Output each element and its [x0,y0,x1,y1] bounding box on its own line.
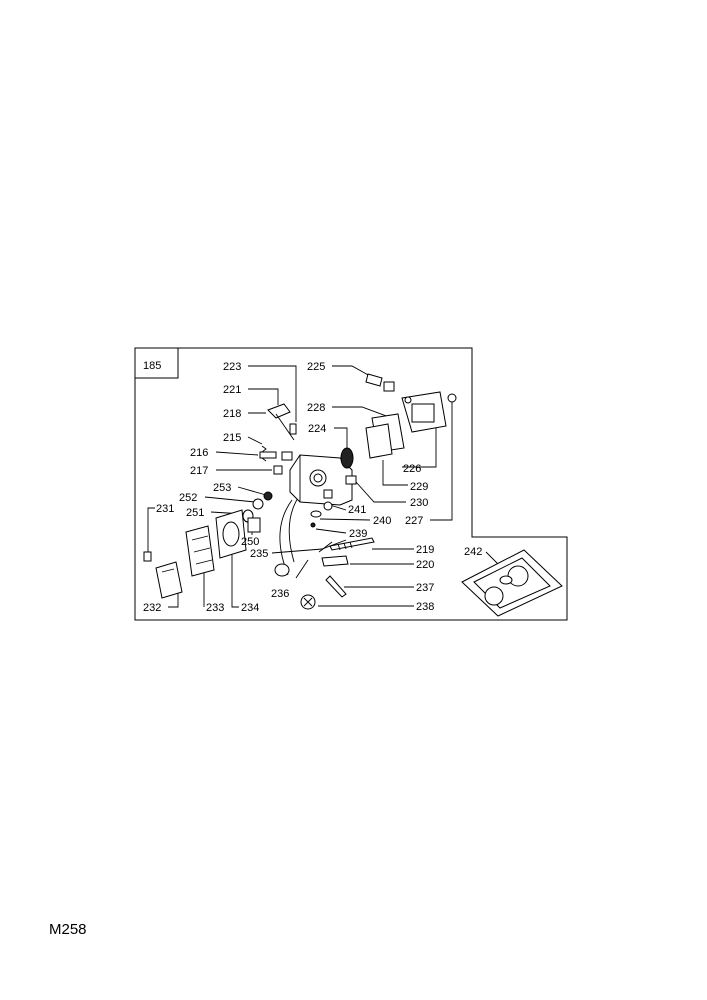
part-label-221: 221 [223,384,241,396]
part-label-227: 227 [405,515,423,527]
part-label-215: 215 [223,432,241,444]
part-label-252: 252 [179,492,197,504]
part-label-228: 228 [307,402,325,414]
part-label-217: 217 [190,465,208,477]
part-label-237: 237 [416,582,434,594]
part-label-218: 218 [223,408,241,420]
part-label-216: 216 [190,447,208,459]
part-label-219: 219 [416,544,434,556]
part-label-238: 238 [416,601,434,613]
part-label-229: 229 [410,481,428,493]
part-labels: 223 225 221 218 228 215 224 216 217 226 … [143,361,482,614]
part-label-232: 232 [143,602,161,614]
part-label-230: 230 [410,497,428,509]
group-number-box [134,347,179,379]
group-number: 185 [143,360,161,372]
page-code: M258 [49,921,87,938]
part-label-225: 225 [307,361,325,373]
part-label-250: 250 [241,536,259,548]
diagram-frame [134,347,568,621]
part-label-235: 235 [250,548,268,560]
part-label-239: 239 [349,528,367,540]
part-label-231: 231 [156,503,174,515]
part-label-220: 220 [416,559,434,571]
part-label-242: 242 [464,546,482,558]
part-label-253: 253 [213,482,231,494]
part-drawings [143,373,563,617]
part-label-226: 226 [403,463,421,475]
part-label-241: 241 [348,504,366,516]
part-label-251: 251 [186,507,204,519]
part-label-224: 224 [308,423,326,435]
part-label-240: 240 [373,515,391,527]
part-label-223: 223 [223,361,241,373]
part-label-234: 234 [241,602,259,614]
leader-lines [147,365,501,608]
part-label-236: 236 [271,588,289,600]
part-label-233: 233 [206,602,224,614]
